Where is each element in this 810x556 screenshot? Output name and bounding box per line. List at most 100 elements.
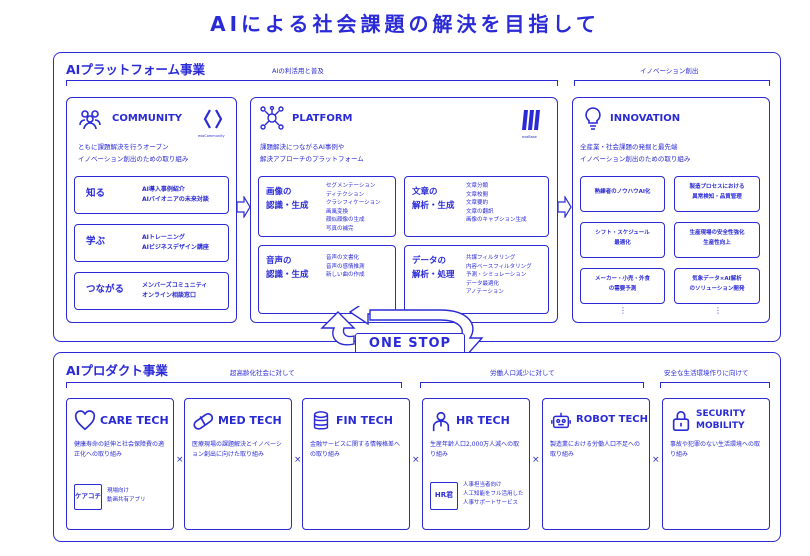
platform-cell-item: 画像のキャプション生成: [466, 217, 527, 223]
care-coach-badge: [74, 484, 102, 510]
platform-cell-item: 共謀フィルタリング: [466, 255, 516, 261]
platform-cell-title: 音声の: [266, 256, 292, 266]
exabase-logo: [521, 107, 543, 133]
community-row-item: オンライン相談窓口: [142, 292, 197, 299]
platform-cell-item: 文章分類: [466, 183, 489, 189]
innovation-cell: [674, 222, 760, 258]
product-desc: 医療現場の課題解決とイノベーション創出に向けた取り組み: [192, 441, 282, 458]
padlock-icon: [670, 410, 692, 432]
innovation-more: ⋮: [714, 306, 722, 315]
innovation-desc-line2: イノベーション創出のための取り組み: [580, 155, 691, 163]
innovation-more: ⋮: [619, 306, 627, 315]
cross-mark: ×: [412, 455, 420, 465]
product-card-security-mobility: [662, 398, 770, 530]
innovation-cell-text: シフト・スケジュール: [595, 230, 650, 236]
product-desc: 金融サービスに関する情報格差への取り組み: [310, 441, 401, 458]
hr-kun-badge: [430, 482, 458, 510]
innovation-bracket: [574, 80, 770, 86]
exacommunity-logo: [200, 106, 226, 132]
platform-section-title: AIプラットフォーム事業: [66, 62, 205, 77]
innovation-label: イノベーション創出: [636, 67, 703, 76]
community-desc-line1: ともに課題解決を行うオープン: [78, 143, 169, 151]
cross-mark: ×: [176, 455, 184, 465]
platform-cell-title: 解析・生成: [412, 201, 455, 211]
hr-kun-desc: 人工知能をフル活用した: [463, 491, 524, 497]
people-group-icon: [78, 107, 102, 131]
platform-cell-title: 認識・生成: [266, 201, 309, 211]
community-row-shiru: [74, 176, 229, 214]
platform-cell-item: 音声の文書化: [326, 255, 360, 261]
innovation-cell-text: メーカー・小売・外食: [594, 276, 650, 282]
product-desc: 製造業における労働人口不足への取り組み: [550, 441, 641, 458]
community-row-tsunagaru: [74, 272, 229, 310]
platform-cell-title: 画像の: [266, 187, 292, 197]
platform-cell-title: 文章の: [412, 187, 438, 197]
aging-bracket: [66, 382, 402, 388]
cross-mark: ×: [652, 455, 660, 465]
innovation-cell-text: 気象データ×AI解析: [692, 276, 742, 282]
platform-cell-item: クラシフィケーション: [326, 200, 381, 206]
platform-cell-item: ディテクション: [326, 191, 365, 198]
platform-cell-title: データの: [412, 256, 447, 266]
innovation-desc-line1: 全産業・社会課題の発掘と最先端: [580, 143, 678, 151]
innovation-cell-text: 生産現場の安全性強化: [689, 230, 745, 236]
lightbulb-icon: [581, 106, 605, 130]
platform-cell-item: 内容ベースフィルタリング: [466, 263, 532, 270]
platform-desc-line1: 課題解決につながるAI事例や: [260, 143, 345, 151]
innovation-cell-text: 製造プロセスにおける: [689, 184, 745, 190]
utilization-label: AIの利活用と普及: [268, 67, 328, 76]
innovation-cell-text: の需要予測: [608, 286, 637, 292]
person-icon: [430, 410, 452, 432]
community-row-label: つながる: [86, 284, 125, 295]
product-desc: 事故や犯罪のない生活環境への取り組み: [670, 441, 761, 458]
platform-cell-item: 画風変換: [326, 208, 349, 215]
cross-mark: ×: [294, 455, 302, 465]
coins-icon: [310, 410, 332, 432]
innovation-cell-text: 熟練者のノウハウAI化: [594, 189, 651, 195]
exacommunity-logo-caption: exaCommunity: [198, 134, 225, 138]
platform-cell-item: 文章要約: [466, 200, 489, 206]
community-title: COMMUNITY: [112, 113, 183, 124]
safety-bracket: [660, 382, 770, 388]
platform-cell-text: [404, 176, 549, 237]
product-title: ROBOT TECH: [576, 414, 648, 425]
one-stop-label: ONE STOP: [368, 336, 452, 351]
hr-kun-desc: 人事担当者向け: [463, 482, 502, 488]
platform-cell-item: 音声の感情推測: [326, 263, 365, 270]
heart-icon: [74, 410, 96, 432]
community-row-label: 知る: [86, 188, 106, 199]
platform-cell-title: 認識・生成: [266, 270, 309, 280]
platform-cell-item: 新しい曲の作成: [326, 272, 365, 278]
aging-label: 超高齢化社会に対して: [226, 369, 299, 378]
product-section: [53, 352, 781, 542]
product-title: MED TECH: [218, 414, 282, 427]
innovation-cell: [580, 176, 665, 212]
innovation-cell: [580, 268, 665, 304]
community-row-manabu: [74, 224, 229, 262]
product-desc: 健康寿命の延伸と社会保障費の適正化への取り組み: [74, 441, 165, 458]
platform-cell-item: 文章の翻訳: [466, 208, 494, 215]
product-section-title: AIプロダクト事業: [66, 363, 168, 378]
innovation-cell: [674, 176, 760, 212]
community-row-item: メンバーズコミュニティ: [142, 282, 208, 289]
community-row-item: AIトレーニング: [142, 234, 185, 241]
hr-kun-desc: 人事サポートサービス: [463, 500, 519, 506]
product-title: FIN TECH: [336, 414, 393, 427]
utilization-bracket: [66, 80, 558, 86]
care-coach-desc: 動画共有アプリ: [107, 497, 146, 503]
community-row-item: AI導入事例紹介: [142, 186, 185, 193]
community-row-item: AIビジネスデザイン講座: [142, 244, 209, 251]
care-coach-badge-label: ケアコチ: [75, 492, 101, 500]
product-title: SECURITY: [696, 409, 746, 419]
platform-cell-item: 写真の補完: [326, 225, 354, 232]
platform-cell-image: [258, 176, 396, 237]
population-label: 労働人口減少に対して: [486, 369, 559, 378]
exabase-logo-caption: exaBase: [522, 135, 537, 139]
innovation-cell-text: 生産性向上: [703, 240, 731, 246]
platform-cell-item: 予測・シミュレーション: [466, 272, 527, 278]
population-bracket: [420, 382, 644, 388]
product-title: HR TECH: [456, 414, 510, 427]
innovation-cell: [580, 222, 665, 258]
hr-kun-badge-label: HR君: [434, 491, 454, 499]
platform-cell-item: アノテーション: [466, 289, 504, 295]
